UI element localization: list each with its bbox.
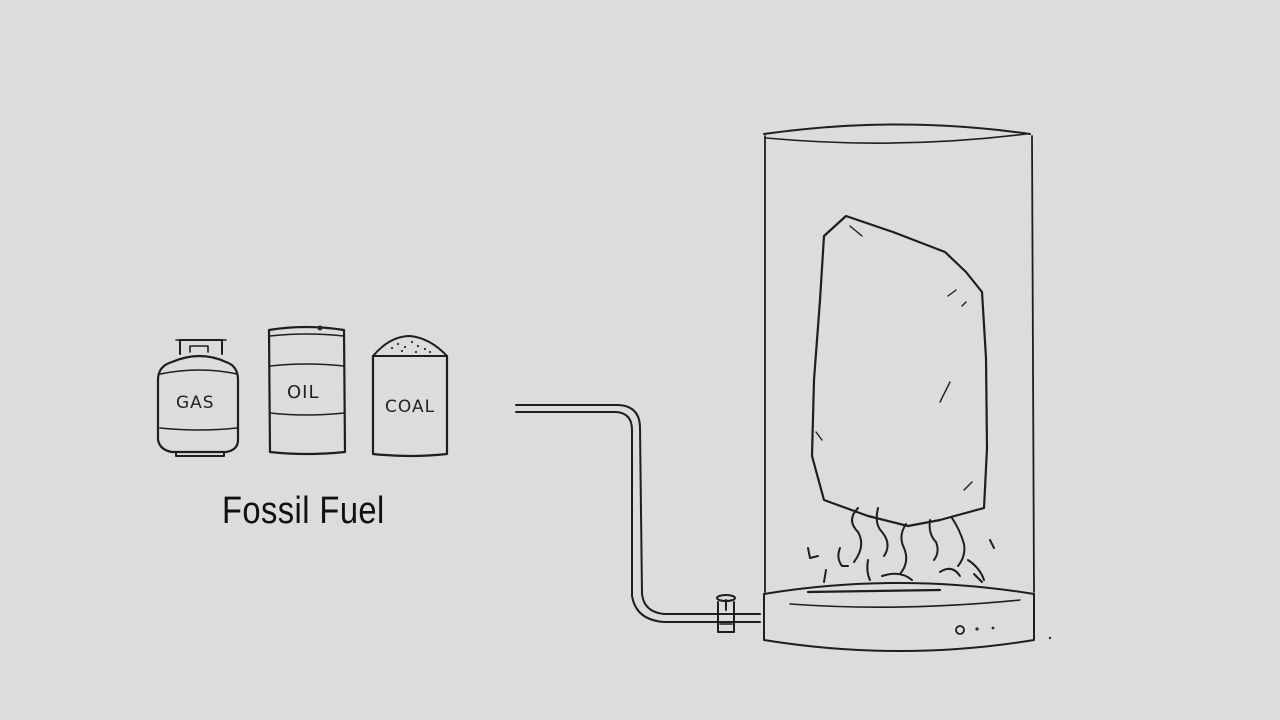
rock xyxy=(810,214,989,528)
oil-label: OIL xyxy=(287,382,320,403)
flames xyxy=(807,507,995,583)
gas-cylinder: GAS xyxy=(156,339,240,457)
oil-barrel: OIL xyxy=(267,325,347,456)
coal-bin: COAL xyxy=(371,335,449,458)
fuel-pipe xyxy=(515,404,761,633)
indicator-dot-icon xyxy=(975,627,979,631)
dial-icon xyxy=(955,625,965,635)
indicator-dot-icon xyxy=(991,626,995,630)
combustion-chamber xyxy=(763,123,1035,593)
coal-heap-dots xyxy=(390,340,432,354)
coal-label: COAL xyxy=(385,397,435,417)
burner-base xyxy=(763,582,1052,652)
gas-label: GAS xyxy=(176,393,215,413)
valve-icon xyxy=(716,594,736,633)
caption-fossil-fuel: Fossil Fuel xyxy=(222,490,385,532)
